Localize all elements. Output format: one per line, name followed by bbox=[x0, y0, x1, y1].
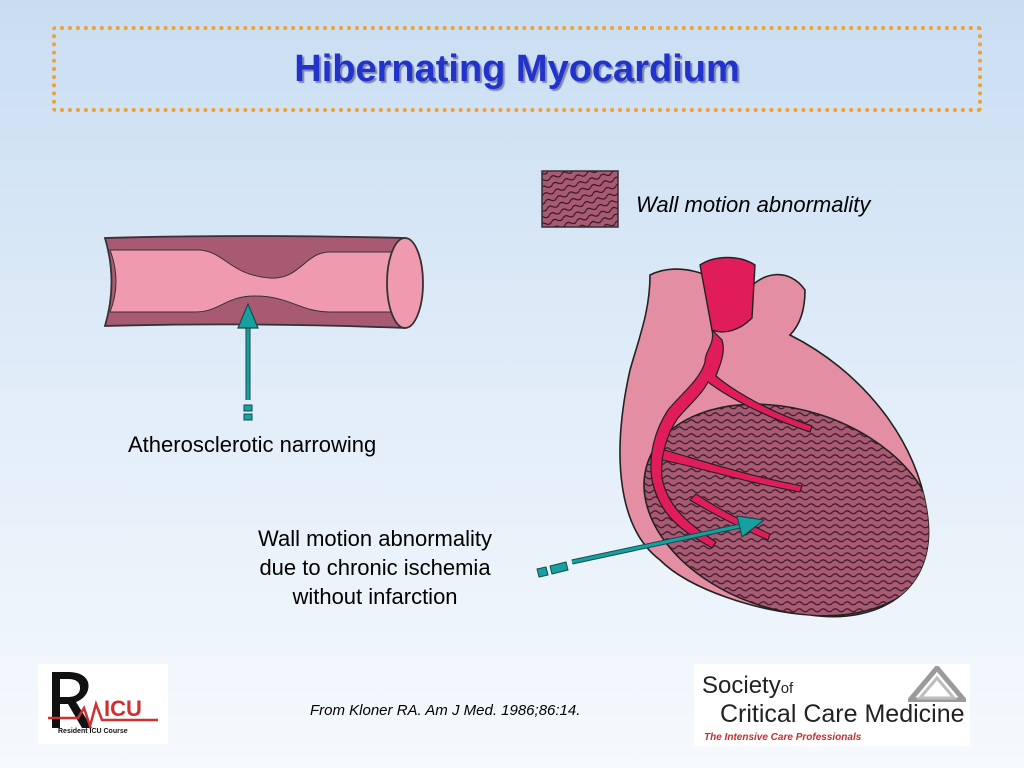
sccm-tagline: The Intensive Care Professionals bbox=[704, 732, 862, 743]
legend-label: Wall motion abnormality bbox=[636, 192, 871, 217]
wall-motion-label: Wall motion abnormality due to chronic i… bbox=[230, 524, 520, 611]
narrowing-arrow bbox=[237, 302, 259, 421]
ricu-subtitle: Resident ICU Course bbox=[58, 728, 128, 735]
svg-text:ICU: ICU bbox=[104, 696, 142, 721]
sccm-line1: Societyof bbox=[702, 672, 793, 700]
atherosclerotic-label: Atherosclerotic narrowing bbox=[128, 432, 377, 457]
slide-title: Hibernating Myocardium bbox=[294, 47, 740, 90]
legend-swatch bbox=[541, 170, 619, 228]
heart-illustration bbox=[619, 256, 930, 618]
sccm-triangle-icon bbox=[908, 666, 966, 702]
wall-motion-line-3: without infarction bbox=[292, 584, 458, 609]
sccm-society: Society bbox=[702, 672, 781, 699]
sccm-logo: Societyof Critical Care Medicine The Int… bbox=[694, 664, 970, 746]
title-box: Hibernating Myocardium bbox=[52, 26, 982, 112]
sccm-of: of bbox=[780, 680, 794, 697]
wall-motion-line-2: due to chronic ischemia bbox=[259, 555, 491, 580]
wall-motion-arrow bbox=[536, 515, 766, 578]
atherosclerotic-vessel bbox=[103, 235, 424, 329]
wall-motion-line-1: Wall motion abnormality bbox=[258, 526, 492, 551]
ricu-logo: ICU Resident ICU Course bbox=[38, 664, 168, 744]
ricu-logo-icon: ICU bbox=[48, 672, 158, 731]
sccm-line2: Critical Care Medicine bbox=[720, 700, 965, 728]
citation: From Kloner RA. Am J Med. 1986;86:14. bbox=[310, 702, 581, 719]
